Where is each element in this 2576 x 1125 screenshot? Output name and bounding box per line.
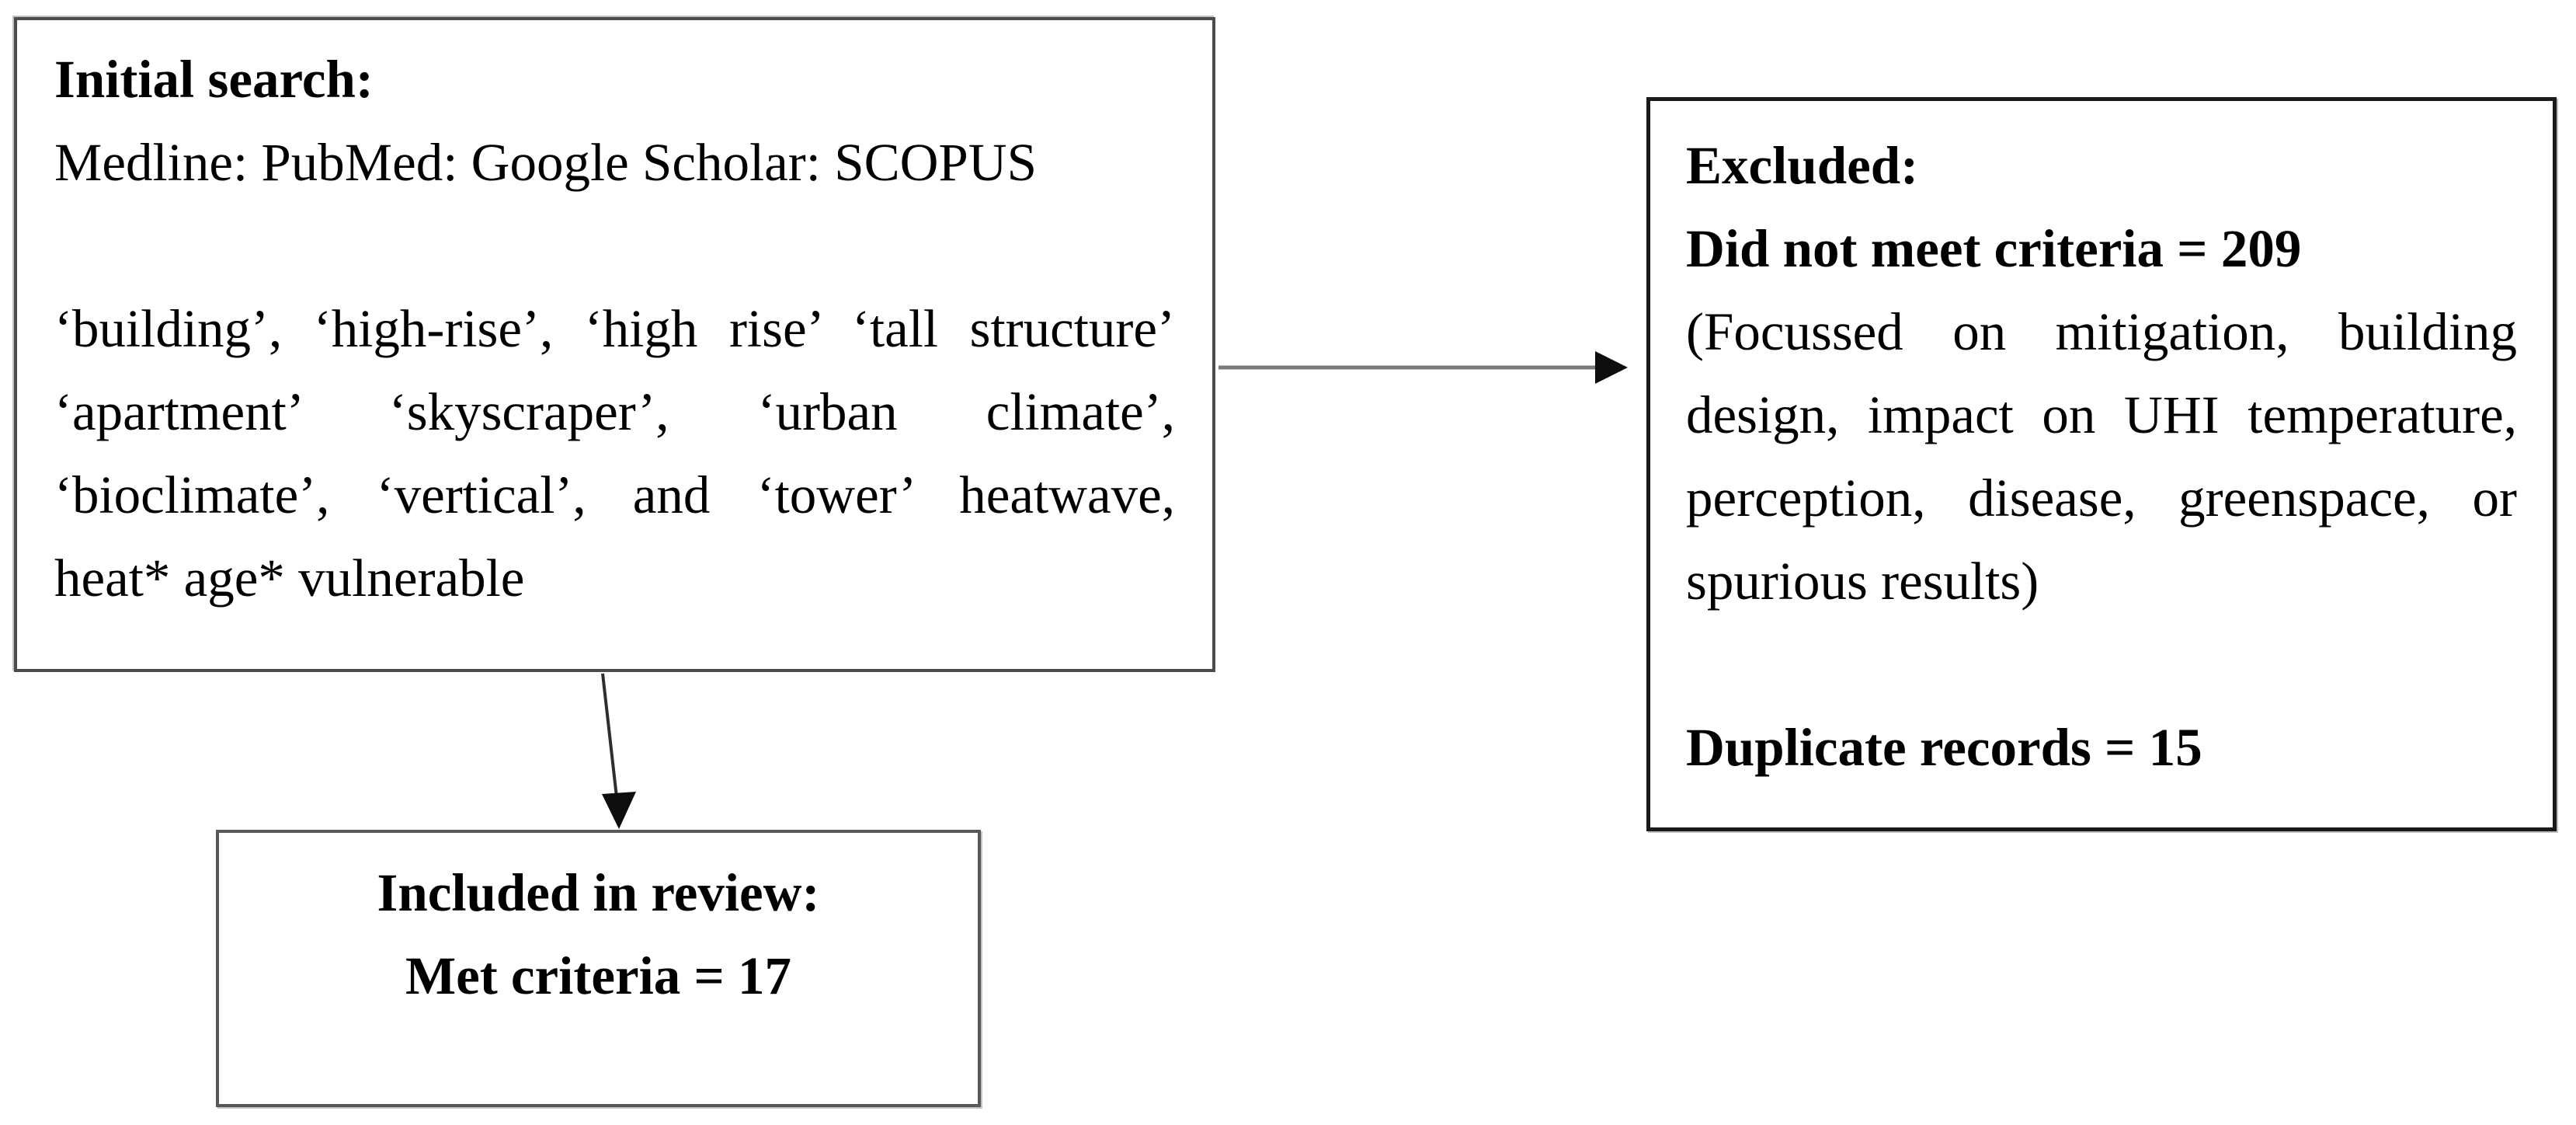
text-line: Included in review: [377,863,820,922]
arrow-initial-to-excluded-head [1595,351,1628,384]
text-line: Medline: PubMed: Google Scholar: SCOPUS [54,133,1038,192]
text-line: Initial search: [54,50,374,109]
text-line: ‘apartment’ ‘skyscraper’, ‘urban climate… [54,382,1175,441]
included-in-review-box: Included in review: Met criteria = 17 [216,830,981,1107]
initial-search-box: Initial search: Medline: PubMed: Google S… [14,17,1215,672]
text-line: Excluded: [1686,136,1919,195]
text-line: (Focussed on mitigation, building [1686,302,2517,361]
arrow-initial-to-included-head [602,792,636,829]
text-line: ‘building’, ‘high-rise’, ‘high rise’ ‘ta… [54,299,1175,358]
text-line: Met criteria = 17 [405,946,792,1005]
text-line: Did not meet criteria = 209 [1686,219,2302,278]
text-line: design, impact on UHI temperature, [1686,385,2517,444]
excluded-box: Excluded: Did not meet criteria = 209 (Foc… [1646,97,2557,831]
text-line [54,204,1175,287]
text-line: spurious results) [1686,552,2039,611]
arrow-initial-to-included-stem [601,673,618,798]
text-line: perception, disease, greenspace, or [1686,468,2517,528]
text-line: ‘bioclimate’, ‘vertical’, and ‘tower’ he… [54,465,1175,524]
text-line: heat* age* vulnerable [54,549,525,608]
text-line [1686,623,2517,706]
text-line: Duplicate records = 15 [1686,718,2202,777]
